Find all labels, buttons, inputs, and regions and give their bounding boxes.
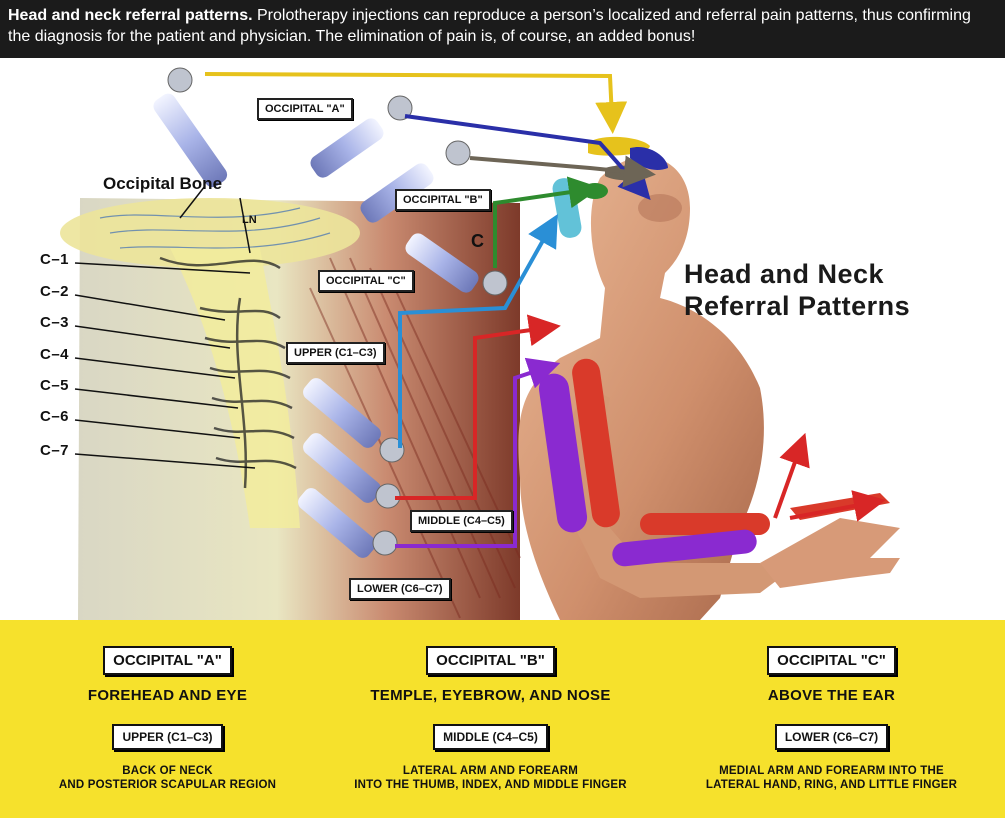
arrow-upper	[398, 214, 558, 448]
legend-band: OCCIPITAL "A" FOREHEAD AND EYE UPPER (C1…	[0, 620, 1005, 818]
vertebra-label-c3: C–3	[40, 314, 70, 331]
vertebra-label-c5: C–5	[40, 377, 70, 394]
legend-lower-desc: MEDIAL ARM AND FOREARM INTO THE LATERAL …	[664, 764, 999, 792]
syringes	[153, 67, 508, 558]
syringe-middle	[303, 433, 401, 509]
callout-lower: LOWER (C6–C7)	[349, 578, 451, 600]
syringe-lower	[298, 488, 398, 558]
header-bold-lead: Head and neck referral patterns.	[8, 7, 253, 24]
legend-column-c: OCCIPITAL "C" ABOVE THE EAR LOWER (C6–C7…	[664, 620, 999, 792]
diagram-title-line1: Head and Neck	[684, 259, 885, 289]
header-body-text: Prolotherapy injections can reproduce a …	[8, 7, 971, 45]
ln-label: LN	[242, 214, 257, 226]
vertebra-label-c6: C–6	[40, 408, 70, 425]
legend-occipital-b-desc: TEMPLE, EYEBROW, AND NOSE	[370, 687, 611, 704]
diagram-title: Head and Neck Referral Patterns	[684, 258, 910, 322]
vertebra-label-c7: C–7	[40, 442, 70, 459]
zone-occipital-c	[582, 183, 608, 199]
callout-occipital-c: OCCIPITAL "C"	[318, 270, 414, 292]
legend-middle-desc-line1: LATERAL ARM AND FOREARM	[402, 765, 579, 777]
legend-lower-desc-line1: MEDIAL ARM AND FOREARM INTO THE	[719, 765, 944, 777]
legend-column-a: OCCIPITAL "A" FOREHEAD AND EYE UPPER (C1…	[0, 620, 335, 792]
vertebra-label-c2: C–2	[40, 283, 70, 300]
legend-middle-desc-line2: INTO THE THUMB, INDEX, AND MIDDLE FINGER	[354, 779, 627, 791]
legend-lower-desc-line2: LATERAL HAND, RING, AND LITTLE FINGER	[705, 779, 958, 791]
legend-occipital-a-title: OCCIPITAL "A"	[103, 646, 232, 675]
legend-upper-desc-line1: BACK OF NECK	[122, 765, 213, 777]
legend-occipital-a-desc: FOREHEAD AND EYE	[87, 687, 248, 704]
arrow-occipital-c	[493, 176, 601, 268]
neck-anatomy-panel	[60, 198, 521, 620]
legend-upper-desc: BACK OF NECK AND POSTERIOR SCAPULAR REGI…	[0, 764, 335, 792]
callout-occipital-a: OCCIPITAL "A"	[257, 98, 353, 120]
legend-middle-title: MIDDLE (C4–C5)	[433, 724, 548, 750]
illustration-artwork	[60, 67, 900, 620]
legend-occipital-c-title: OCCIPITAL "C"	[767, 646, 896, 675]
vertebra-leader-lines	[74, 185, 256, 469]
diagram-title-line2: Referral Patterns	[684, 291, 911, 321]
legend-upper-title: UPPER (C1–C3)	[112, 724, 223, 750]
zone-lower-forearm	[612, 529, 757, 567]
referral-arrows	[204, 72, 886, 548]
zone-middle-arm	[572, 358, 620, 528]
zone-lower-arm	[538, 373, 588, 533]
arrow-middle	[395, 314, 561, 500]
c-label: C	[471, 231, 484, 251]
legend-lower-title: LOWER (C6–C7)	[774, 724, 889, 750]
syringe-occipital-a	[310, 95, 413, 178]
callout-middle: MIDDLE (C4–C5)	[410, 510, 513, 532]
legend-occipital-c-desc: ABOVE THE EAR	[767, 687, 896, 704]
callout-upper: UPPER (C1–C3)	[286, 342, 385, 364]
arrow-top	[204, 72, 628, 134]
vertebra-label-c4: C–4	[40, 346, 70, 363]
illustration: Head and Neck Referral Patterns Occipita…	[0, 58, 1005, 620]
vertebra-label-c1: C–1	[40, 251, 70, 268]
arrow-lower	[395, 357, 561, 548]
syringe-top	[153, 67, 228, 188]
legend-upper-desc-line2: AND POSTERIOR SCAPULAR REGION	[58, 779, 277, 791]
syringe-occipital-c	[405, 233, 508, 296]
zone-upper	[552, 178, 582, 238]
occipital-bone-label: Occipital Bone	[103, 174, 223, 193]
arrow-occipital-b	[469, 155, 656, 188]
callout-occipital-b: OCCIPITAL "B"	[395, 189, 491, 211]
legend-column-b: OCCIPITAL "B" TEMPLE, EYEBROW, AND NOSE …	[323, 620, 658, 792]
legend-occipital-b-title: OCCIPITAL "B"	[426, 646, 555, 675]
zone-middle-forearm	[640, 513, 770, 535]
referral-zones	[538, 136, 890, 567]
legend-middle-desc: LATERAL ARM AND FOREARM INTO THE THUMB, …	[323, 764, 658, 792]
header-banner: Head and neck referral patterns. Proloth…	[0, 0, 1005, 58]
